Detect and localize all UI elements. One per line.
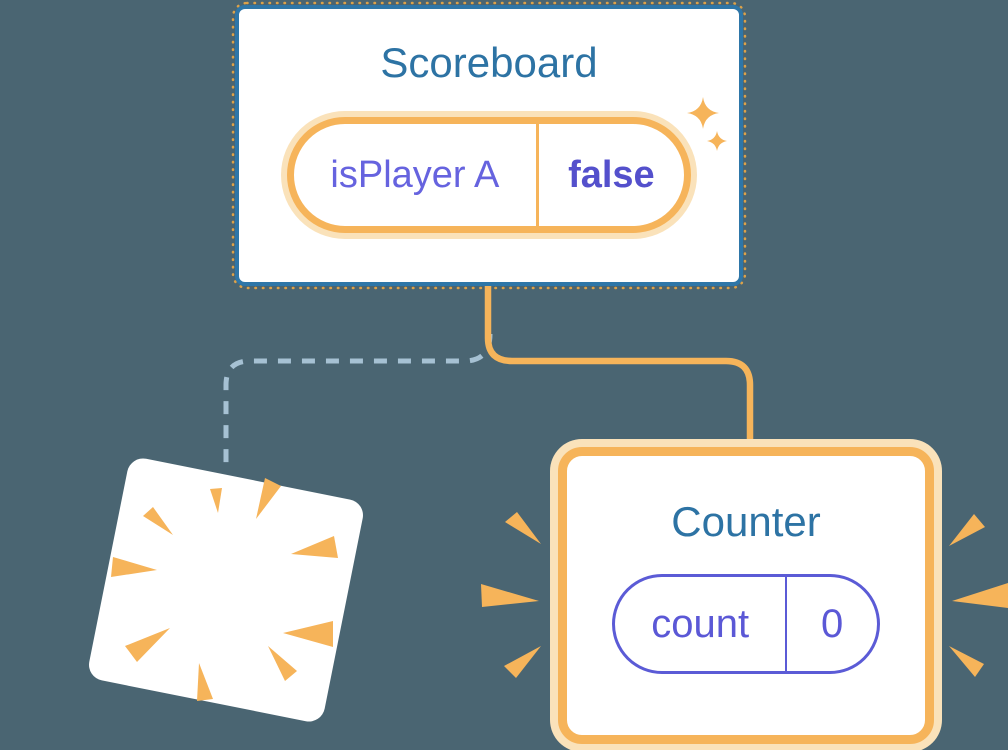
counter-card: Counter count 0: [558, 447, 934, 744]
emphasis-rays-right-icon: [949, 514, 1008, 677]
scoreboard-state-pill: isPlayer A false: [287, 117, 691, 234]
connector-dashed: [223, 333, 493, 468]
counter-state-pill: count 0: [612, 574, 880, 675]
counter-title: Counter: [671, 498, 821, 545]
counter-state-name: count: [615, 577, 788, 672]
counter-state-value: 0: [821, 601, 844, 646]
scoreboard-state-value: false: [568, 153, 655, 196]
emphasis-rays-left-icon: [481, 512, 541, 678]
scoreboard-card: Scoreboard isPlayer A false: [235, 5, 743, 286]
poof-explosion-icon: [89, 458, 363, 722]
scoreboard-title: Scoreboard: [380, 39, 598, 86]
scoreboard-state-name: isPlayer A: [294, 124, 539, 227]
connector-solid: [484, 280, 754, 456]
